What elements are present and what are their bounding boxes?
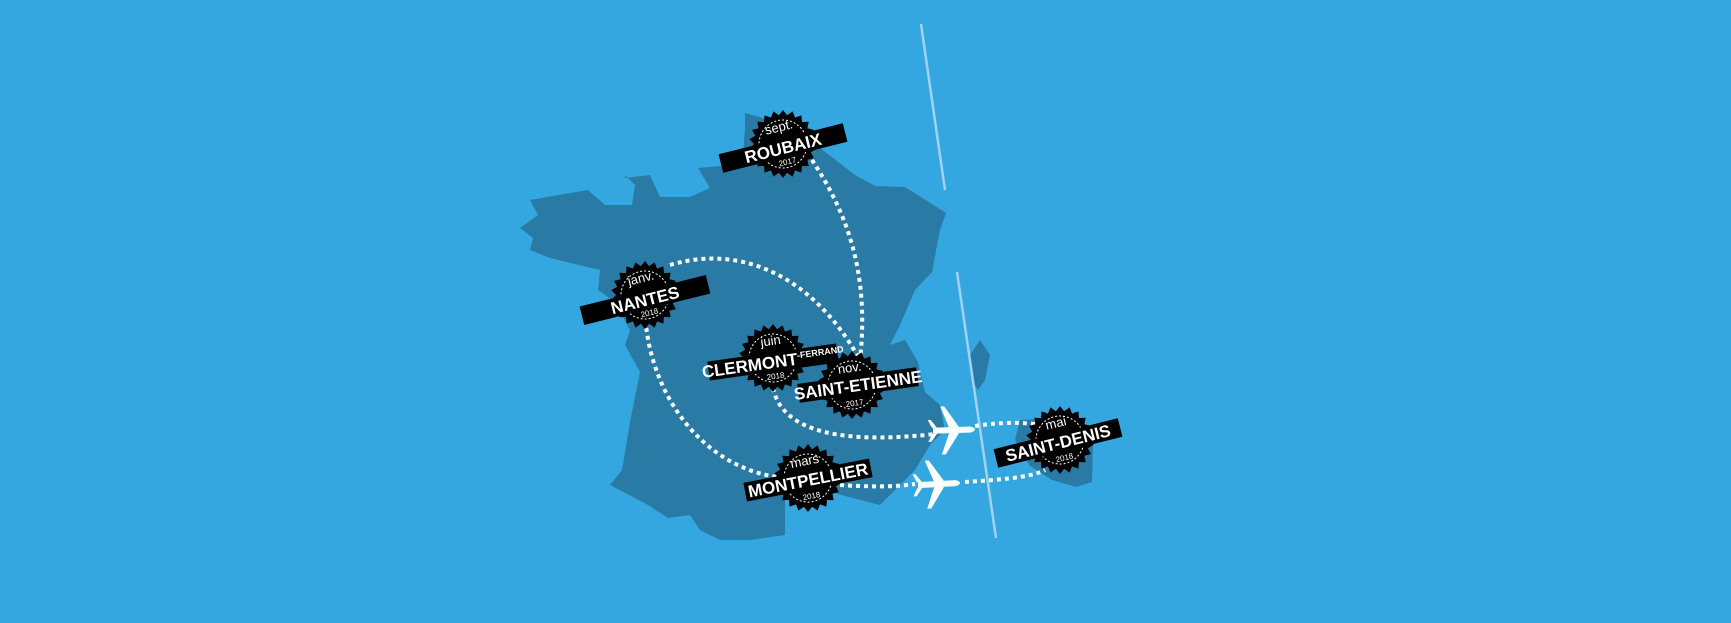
route-montpellier-plane: [839, 482, 916, 489]
badge-ribbon: [993, 418, 1123, 468]
badge-month: janv.: [625, 268, 655, 289]
badge-ribbon: [707, 343, 839, 381]
route-nantes-saint-etienne: [669, 256, 862, 361]
inset-divider-lower: [955, 271, 998, 539]
badge-ribbon: [579, 275, 711, 325]
badge-ribbon: [743, 458, 873, 502]
badge-month: mai: [1044, 413, 1068, 433]
badge-year: 2018: [766, 371, 785, 382]
badge-month: mars: [789, 451, 821, 471]
badge-month: nov.: [837, 359, 862, 377]
airplane-icon: [927, 406, 975, 455]
route-roubaix-saint-etienne: [810, 158, 865, 361]
france-mainland: [520, 113, 946, 540]
route-plane-saint-denis-lower: [964, 468, 1046, 484]
airplane-icon: [912, 460, 960, 509]
badge-year: 2018: [802, 490, 822, 502]
badge-month: sept.: [763, 116, 794, 137]
inset-divider-upper: [919, 23, 947, 191]
badge-month: juin: [759, 332, 782, 350]
badge-year: 2017: [845, 398, 864, 409]
badge-ribbon: [797, 367, 919, 403]
badge-year: 2018: [640, 306, 660, 319]
corsica: [970, 340, 990, 390]
route-clermont-plane: [771, 387, 936, 440]
badge-year: 2018: [1055, 451, 1075, 464]
badge-ribbon: [718, 123, 848, 173]
badge-year: 2017: [778, 155, 798, 168]
